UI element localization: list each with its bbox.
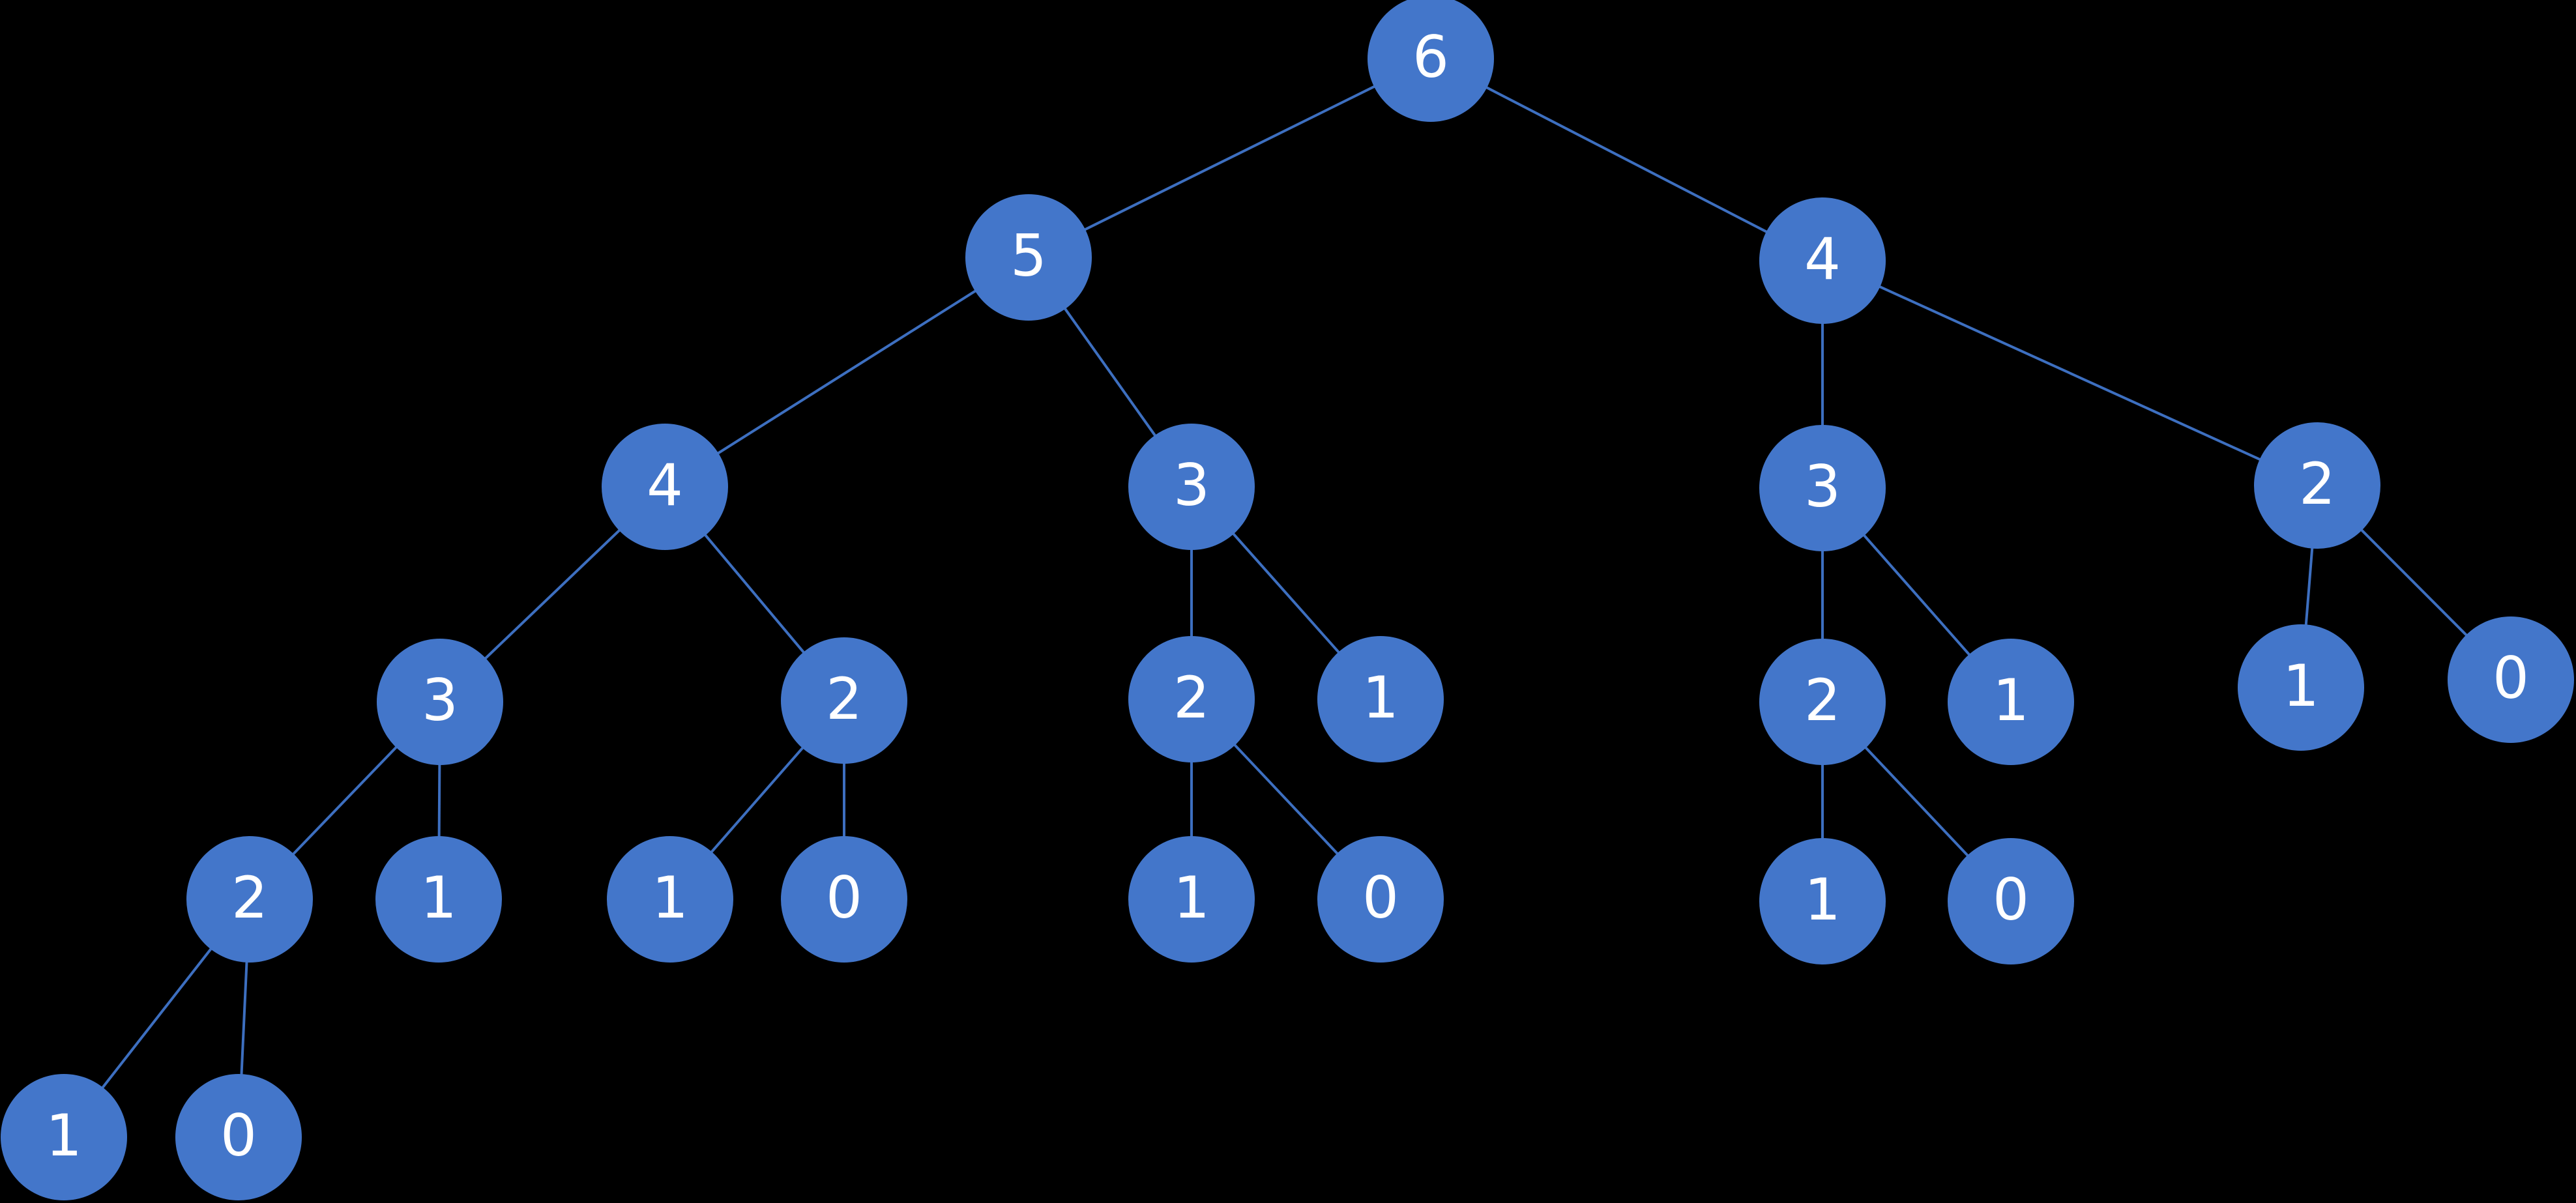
tree-node-label: 2 xyxy=(1804,667,1841,734)
tree-node-label: 2 xyxy=(1173,664,1210,731)
tree-node-label: 2 xyxy=(231,864,268,931)
tree-node-label: 1 xyxy=(46,1102,82,1169)
tree-node-label: 4 xyxy=(647,452,683,519)
tree-edge xyxy=(2304,547,2314,626)
tree-node[interactable]: 1 xyxy=(1128,836,1255,963)
tree-node-label: 1 xyxy=(1362,664,1399,731)
tree-edge xyxy=(1864,746,1970,858)
tree-edge xyxy=(1485,85,1768,234)
tree-node[interactable]: 1 xyxy=(375,836,502,963)
tree-edge xyxy=(710,746,804,854)
tree-edge xyxy=(1231,532,1341,654)
tree-node[interactable]: 4 xyxy=(1759,197,1886,324)
tree-node-label: 0 xyxy=(1993,866,2029,933)
tree-node[interactable]: 2 xyxy=(781,637,907,764)
tree-edge xyxy=(100,947,213,1090)
tree-node[interactable]: 3 xyxy=(1759,425,1886,551)
tree-node-label: 6 xyxy=(1412,23,1449,91)
tree-node[interactable]: 4 xyxy=(602,424,728,550)
tree-node-label: 2 xyxy=(826,665,862,732)
tree-node-label: 1 xyxy=(1804,866,1841,933)
tree-node-label: 0 xyxy=(220,1102,257,1169)
tree-node[interactable]: 0 xyxy=(781,836,907,963)
tree-edge xyxy=(291,746,398,856)
tree-node-label: 4 xyxy=(1804,225,1841,293)
tree-node-label: 1 xyxy=(420,864,457,931)
tree-node-label: 1 xyxy=(2283,652,2319,719)
tree-edge xyxy=(1878,285,2262,461)
tree-node[interactable]: 3 xyxy=(377,639,503,765)
tree-node[interactable]: 6 xyxy=(1368,0,1494,122)
tree-node-label: 0 xyxy=(826,864,862,931)
tree-node[interactable]: 0 xyxy=(2448,616,2574,743)
tree-node[interactable]: 1 xyxy=(1759,838,1886,964)
tree-node-label: 1 xyxy=(652,864,688,931)
tree-node-label: 3 xyxy=(1804,453,1841,520)
tree-node-label: 5 xyxy=(1010,222,1047,289)
tree-node[interactable]: 1 xyxy=(607,836,733,963)
tree-edge xyxy=(484,529,621,660)
tree-edge xyxy=(1083,85,1376,231)
tree-node[interactable]: 2 xyxy=(1759,639,1886,765)
tree-edge xyxy=(2360,528,2468,637)
tree-edge xyxy=(240,961,248,1076)
tree-edge xyxy=(437,763,441,838)
tree-node-label: 0 xyxy=(1362,864,1399,931)
tree-edge xyxy=(703,533,806,654)
tree-edge xyxy=(1233,743,1339,856)
tree-node[interactable]: 0 xyxy=(175,1074,302,1200)
tree-node[interactable]: 0 xyxy=(1948,838,2074,964)
tree-node-label: 3 xyxy=(1173,452,1210,519)
tree-edge xyxy=(1862,533,1971,657)
tree-node[interactable]: 2 xyxy=(186,836,313,963)
tree-edge xyxy=(1063,307,1157,437)
tree-node[interactable]: 5 xyxy=(965,194,1092,321)
tree-node-label: 1 xyxy=(1993,667,2029,734)
tree-node[interactable]: 2 xyxy=(1128,636,1255,762)
tree-node[interactable]: 1 xyxy=(1948,639,2074,765)
tree-node-label: 2 xyxy=(2299,450,2335,517)
tree-node-label: 0 xyxy=(2493,645,2529,712)
tree-node[interactable]: 2 xyxy=(2254,422,2380,549)
tree-node[interactable]: 1 xyxy=(1317,636,1444,762)
tree-node-label: 3 xyxy=(422,667,458,734)
tree-node[interactable]: 1 xyxy=(1,1074,127,1200)
tree-edge xyxy=(716,289,977,456)
tree-node-label: 1 xyxy=(1173,864,1210,931)
tree-node[interactable]: 0 xyxy=(1317,836,1444,963)
tree-node[interactable]: 3 xyxy=(1128,424,1255,550)
tree-node[interactable]: 1 xyxy=(2238,624,2364,751)
